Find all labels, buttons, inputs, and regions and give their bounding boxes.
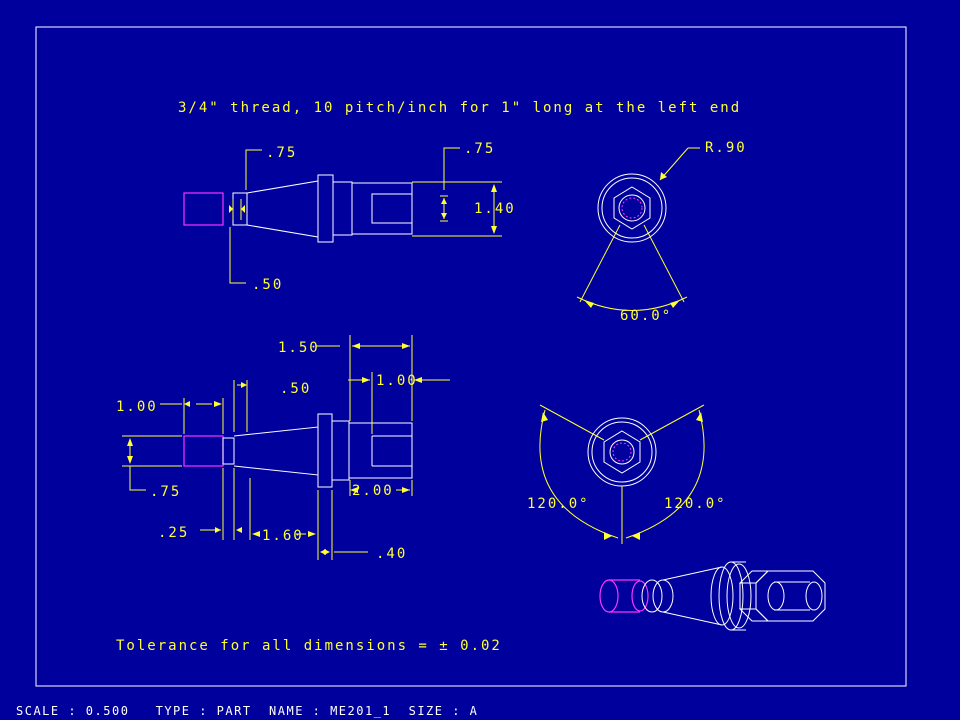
hex-body — [351, 182, 413, 235]
dim-200: 2.00 — [352, 483, 394, 499]
thread-segment — [183, 192, 224, 226]
front-view — [183, 413, 413, 488]
isometric-view — [599, 561, 826, 631]
flange — [317, 174, 334, 243]
flange-front — [317, 413, 333, 488]
dim-040: .40 — [376, 546, 407, 562]
shaft-segment-front — [222, 437, 235, 465]
angle-120-right: 120.0° — [664, 496, 727, 512]
hex-body-front — [348, 422, 413, 479]
top-side-view — [183, 174, 413, 243]
angle-60: 60.0° — [620, 308, 672, 324]
dim-025: .25 — [158, 525, 189, 541]
dim-100-left: 1.00 — [116, 399, 158, 415]
dim-height-140: 1.40 — [474, 201, 516, 217]
dim-075-front: .75 — [150, 484, 181, 500]
dim-160: 1.60 — [262, 528, 304, 544]
thread-segment-front — [183, 435, 224, 467]
dim-shaft-050: .50 — [252, 277, 283, 293]
hex-socket — [371, 193, 413, 224]
radius-r090: R.90 — [705, 140, 747, 156]
thread-note: 3/4" thread, 10 pitch/inch for 1" long a… — [178, 100, 741, 116]
dim-100-right: 1.00 — [376, 373, 418, 389]
taper-segment-front — [233, 426, 319, 476]
dim-050: .50 — [280, 381, 311, 397]
dim-thread-075: .75 — [266, 145, 297, 161]
angle-120-left: 120.0° — [527, 496, 590, 512]
drawing-border — [35, 26, 907, 687]
dim-150: 1.50 — [278, 340, 320, 356]
dim-hex-075: .75 — [464, 141, 495, 157]
front-view-dimensions: 1.50 1.00 .50 1.00 .75 2.00 — [116, 335, 450, 562]
tolerance-note: Tolerance for all dimensions = ± 0.02 — [116, 638, 502, 654]
collar-front — [331, 420, 350, 481]
end-view-bottom: 120.0° 120.0° — [527, 404, 727, 544]
status-bar: SCALE : 0.500 TYPE : PART NAME : ME201_1… — [16, 704, 478, 718]
taper-segment — [246, 180, 319, 238]
end-view-top: R.90 60.0° — [576, 140, 747, 324]
top-view-dimensions: .75 .50 .75 1.40 — [229, 141, 516, 293]
collar — [332, 181, 353, 236]
